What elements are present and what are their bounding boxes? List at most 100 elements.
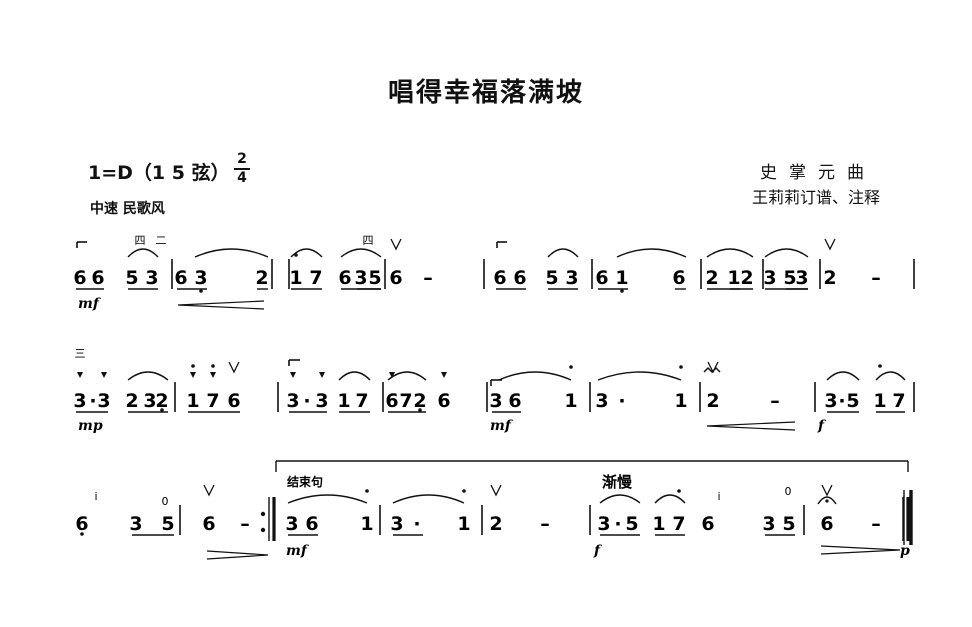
octave-dot	[677, 489, 681, 493]
jianpu-note: 6	[75, 513, 88, 535]
slur	[599, 494, 641, 504]
jianpu-note: 5	[846, 390, 859, 412]
fingering-mark: 三	[75, 347, 86, 360]
jianpu-note: 7	[892, 390, 905, 412]
octave-dot	[679, 365, 683, 369]
octave-dot	[878, 364, 882, 368]
decrescendo-hairpin	[206, 550, 269, 560]
jianpu-note: 1	[457, 513, 470, 535]
repeat-dot	[260, 511, 266, 517]
jianpu-note: 1	[652, 513, 665, 535]
jianpu-note: 7	[672, 513, 685, 535]
jianpu-note: 3	[143, 390, 156, 412]
accent-mark	[441, 372, 447, 378]
slur	[290, 248, 323, 258]
jianpu-note: 2	[705, 267, 718, 289]
jianpu-note: 3	[286, 390, 299, 412]
jianpu-note: 3	[73, 390, 86, 412]
slur	[194, 248, 269, 258]
octave-dot	[294, 253, 298, 257]
jianpu-note: 6	[508, 390, 521, 412]
slur	[338, 371, 371, 381]
jianpu-note: 3	[489, 390, 502, 412]
octave-dot	[160, 408, 164, 412]
breath-mark	[228, 361, 240, 374]
key-signature: 1=D（1 5 弦）	[88, 162, 230, 184]
slur	[654, 494, 686, 504]
jianpu-note: 1	[564, 390, 577, 412]
breath-mark	[203, 484, 215, 497]
slur	[127, 248, 159, 258]
page-title: 唱得幸福落满坡	[387, 78, 584, 108]
time-sig-top: 2	[237, 151, 247, 167]
breath-mark	[390, 238, 402, 251]
slur	[547, 248, 579, 258]
slur	[340, 248, 382, 258]
jianpu-note: 3	[194, 267, 207, 289]
jianpu-note: 6	[227, 390, 240, 412]
time-sig-bottom: 4	[237, 170, 247, 186]
repeat-dot	[260, 527, 266, 533]
octave-dot	[211, 364, 215, 368]
fingering-mark: i	[717, 490, 720, 503]
breath-mark	[490, 484, 502, 497]
jianpu-note: 5	[782, 513, 795, 535]
slur	[287, 494, 368, 504]
jianpu-note: 1	[674, 390, 687, 412]
jianpu-note: 6	[174, 267, 187, 289]
jianpu-note: ·	[413, 513, 420, 535]
time-signature: 2 4	[234, 152, 250, 186]
jianpu-note: 6	[73, 267, 86, 289]
jianpu-note: 6	[305, 513, 318, 535]
jianpu-note: 2	[823, 267, 836, 289]
jianpu-note: 5	[125, 267, 138, 289]
accent-mark	[210, 372, 216, 378]
jianpu-note: 3	[824, 390, 837, 412]
slur	[387, 371, 427, 381]
time-sig-line	[234, 168, 250, 170]
jianpu-note: 1	[360, 513, 373, 535]
jianpu-note: 5	[161, 513, 174, 535]
jianpu-note: 5	[368, 267, 381, 289]
jianpu-note: –	[871, 267, 881, 289]
fingering-mark: 四	[363, 234, 374, 247]
jianpu-note: 2	[155, 390, 168, 412]
jianpu-note: 3	[795, 267, 808, 289]
crescendo-hairpin	[177, 300, 265, 310]
trill-mark	[703, 366, 721, 374]
octave-dot	[418, 408, 422, 412]
slur	[706, 248, 754, 258]
composer: 史掌元曲	[760, 163, 876, 183]
slur	[826, 371, 860, 381]
jianpu-note: ·	[303, 390, 310, 412]
jianpu-note: 1	[727, 267, 740, 289]
dynamic-marking: p	[900, 543, 910, 559]
jianpu-note: 7	[309, 267, 322, 289]
jianpu-note: 6	[389, 267, 402, 289]
octave-dot	[80, 532, 84, 536]
ending-label: 结束句	[287, 474, 323, 489]
jianpu-note: 1	[615, 267, 628, 289]
ritardando-label: 渐慢	[602, 473, 633, 491]
slur	[616, 248, 687, 258]
jianpu-note: 6	[91, 267, 104, 289]
accent-mark	[389, 372, 395, 378]
fingering-mark: 0	[162, 495, 169, 508]
jianpu-note: 2	[740, 267, 753, 289]
jianpu-note: 3	[97, 390, 110, 412]
jianpu-note: 6	[338, 267, 351, 289]
tempo-marking: 中速 民歌风	[90, 201, 165, 217]
jianpu-note: 6	[437, 390, 450, 412]
jianpu-note: 2	[255, 267, 268, 289]
octave-dot	[191, 364, 195, 368]
jianpu-note: 6	[672, 267, 685, 289]
fingering-mark: 四	[135, 234, 146, 247]
dynamic-marking: f	[593, 543, 603, 559]
jianpu-note: –	[423, 267, 433, 289]
jianpu-note: 3	[762, 513, 775, 535]
jianpu-note: 6	[513, 267, 526, 289]
jianpu-note: ·	[618, 390, 625, 412]
jianpu-note: ·	[89, 390, 96, 412]
dynamic-marking: mf	[490, 418, 514, 434]
